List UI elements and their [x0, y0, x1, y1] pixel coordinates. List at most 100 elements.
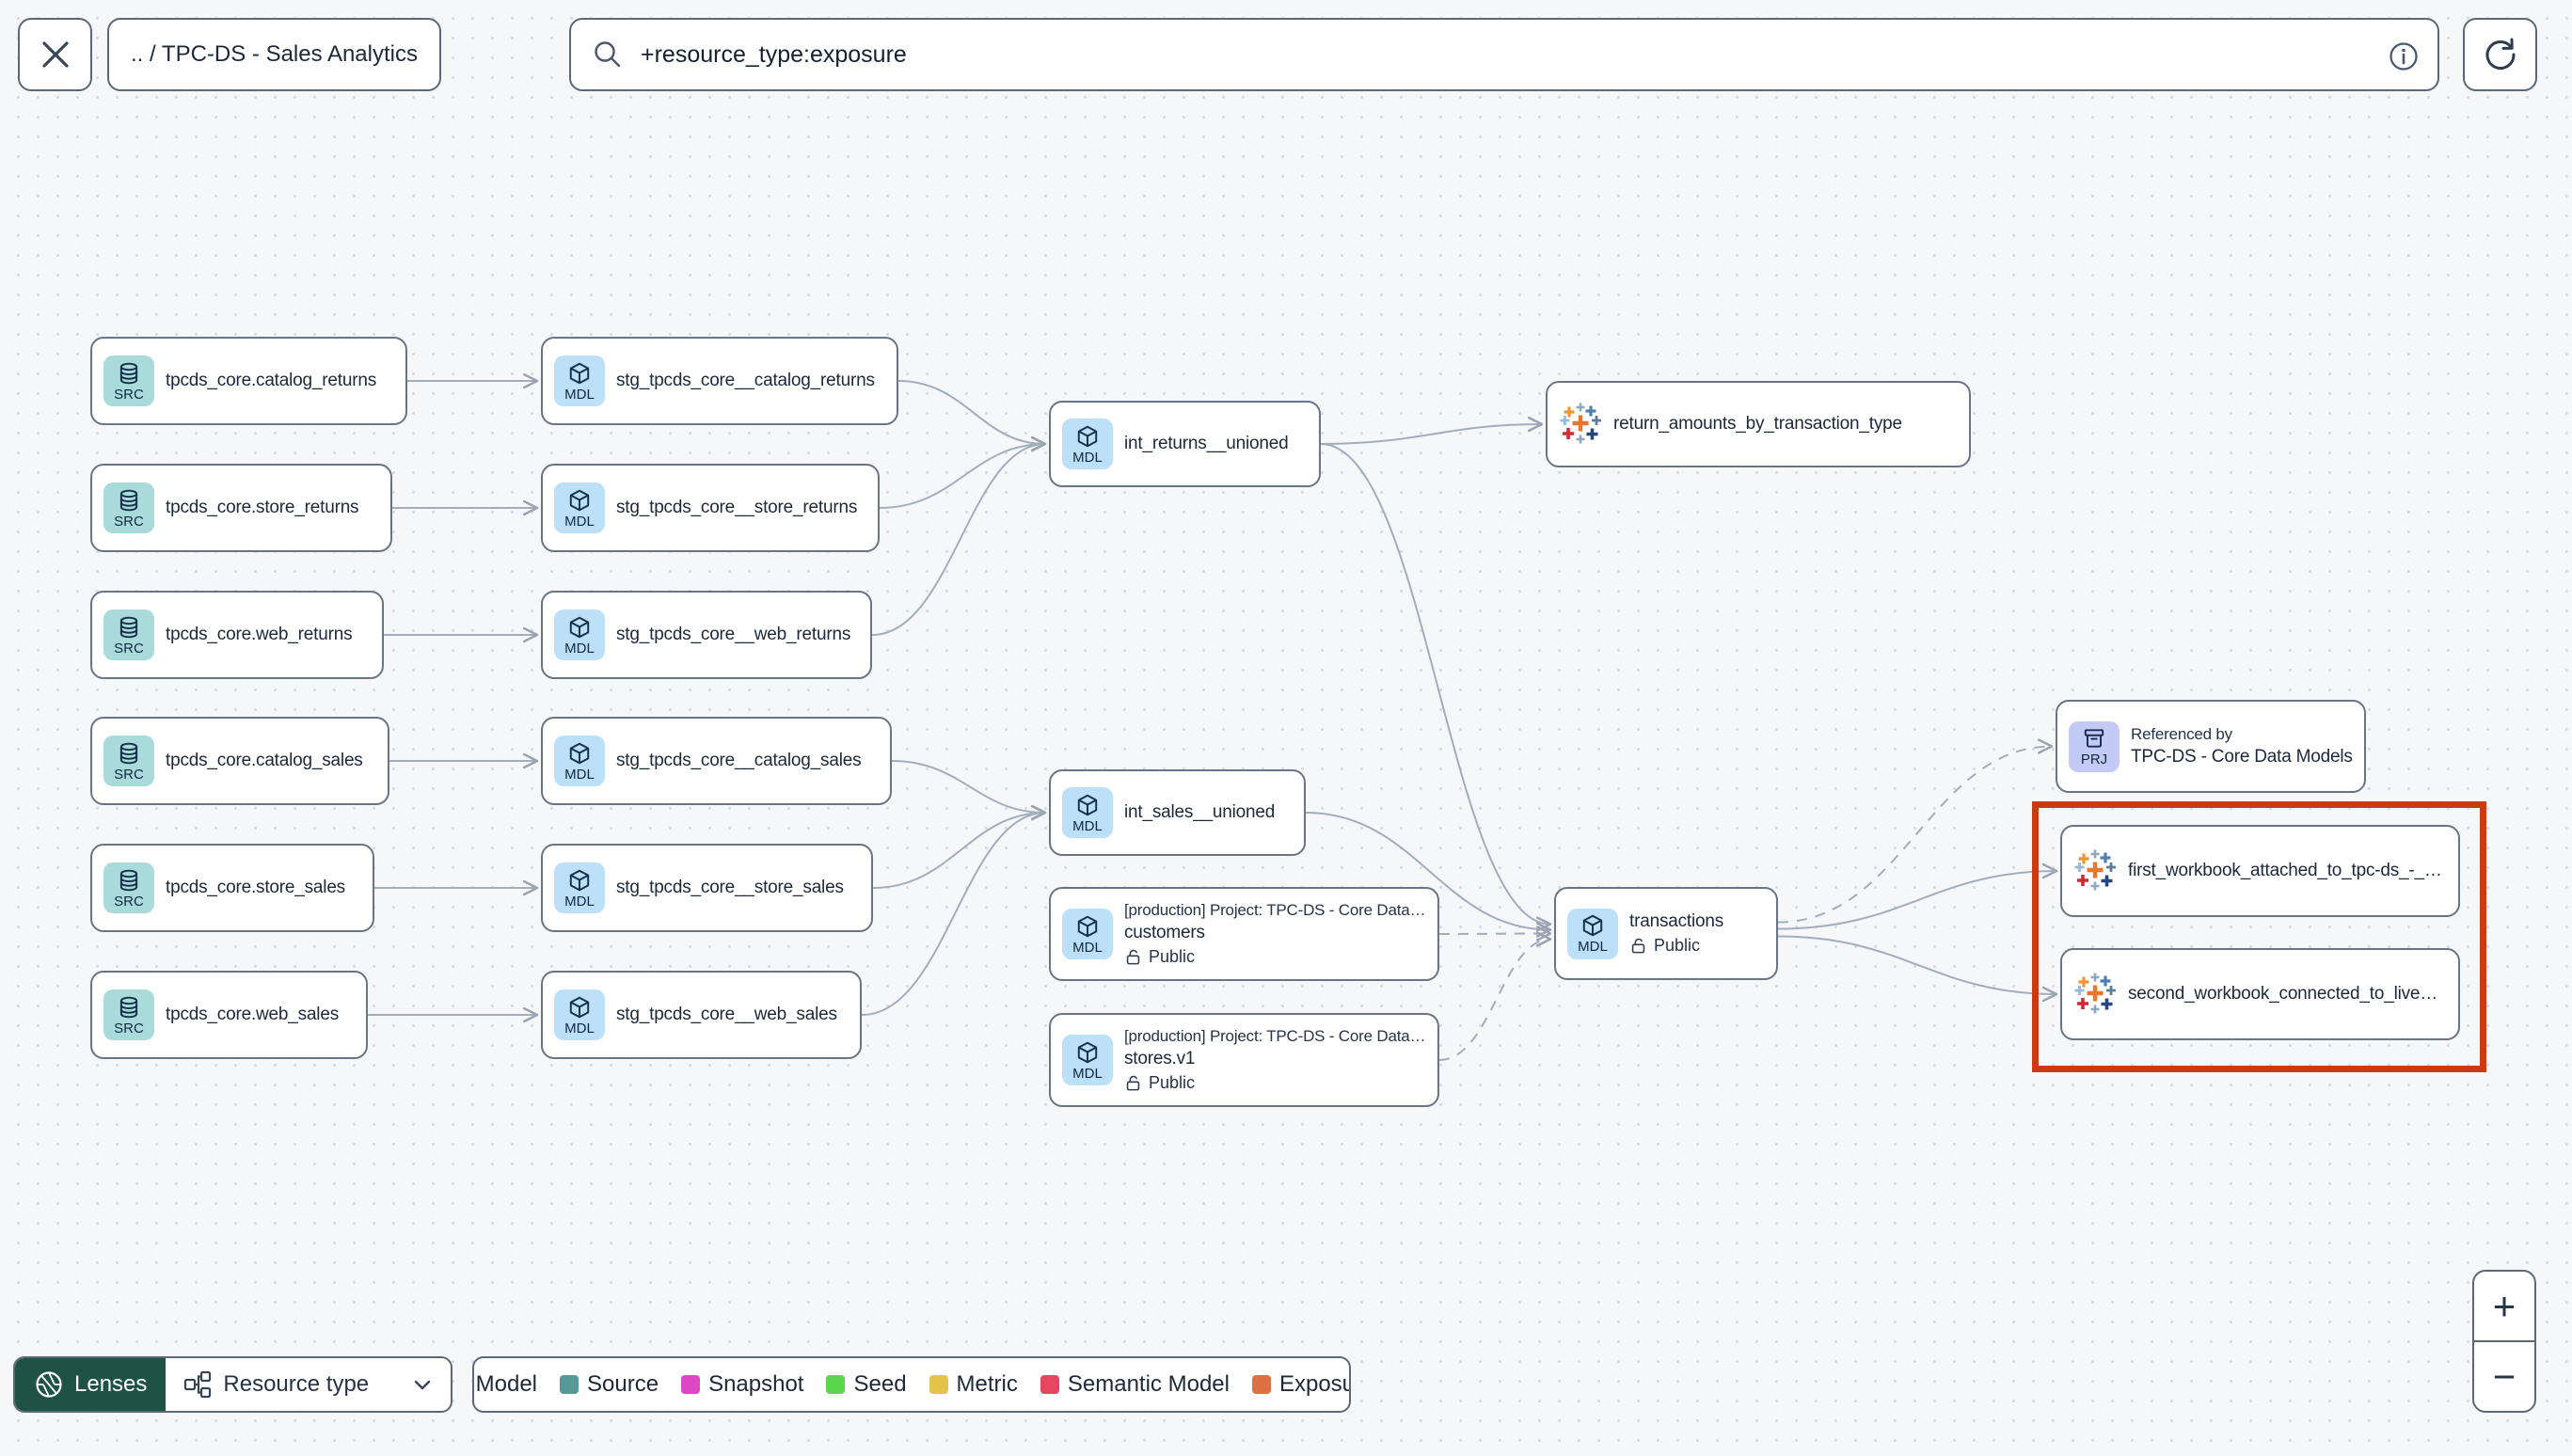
node-text: [production] Project: TPC-DS - Core Data…	[1124, 1027, 1428, 1093]
model-cube-icon: MDL	[554, 609, 605, 660]
node-wb_first[interactable]: first_workbook_attached_to_tpc-ds_-_…	[2060, 825, 2460, 917]
node-label: stores.v1	[1124, 1049, 1196, 1068]
node-stores[interactable]: MDL [production] Project: TPC-DS - Core D…	[1049, 1013, 1439, 1107]
node-stg_catalog_sales[interactable]: MDL stg_tpcds_core__catalog_sales	[541, 717, 892, 805]
node-src_store_sales[interactable]: SRC tpcds_core.store_sales	[90, 844, 374, 932]
node-src_catalog_sales[interactable]: SRC tpcds_core.catalog_sales	[90, 717, 389, 805]
edge-stores-to-transactions	[1438, 940, 1550, 1061]
node-label: tpcds_core.store_sales	[166, 878, 345, 897]
model-cube-icon: MDL	[554, 483, 605, 533]
lens-toolbar: Lenses Resource type	[13, 1356, 452, 1413]
edge-customers-to-transactions	[1438, 934, 1550, 935]
refresh-icon	[2485, 38, 2516, 70]
resource-badge: MDL	[564, 386, 595, 403]
project-archive-icon: PRJ	[2069, 720, 2120, 772]
zoom-out-button[interactable]: −	[2492, 1353, 2516, 1399]
legend-item-seed: Seed	[826, 1371, 907, 1398]
lenses-button[interactable]: Lenses	[15, 1358, 167, 1411]
node-label: tpcds_core.catalog_returns	[166, 371, 376, 390]
model-cube-icon: MDL	[554, 736, 605, 786]
legend-label: Semantic Model	[1067, 1371, 1230, 1397]
model-cube-icon: MDL	[1062, 787, 1113, 838]
resource-badge: SRC	[114, 893, 144, 910]
edge-stg_catalog_sales-to-int_sales	[891, 760, 1045, 813]
edge-stg_catalog_returns-to-int_returns	[897, 380, 1045, 444]
resource-badge: SRC	[114, 1020, 144, 1037]
node-label: stg_tpcds_core__catalog_sales	[616, 751, 862, 770]
legend-label: Exposure	[1278, 1371, 1349, 1397]
close-button[interactable]	[18, 18, 92, 91]
search-icon	[595, 41, 621, 68]
close-icon	[41, 41, 69, 68]
resource-badge: MDL	[564, 1020, 595, 1037]
legend-label: Seed	[853, 1371, 907, 1397]
lenses-label: Lenses	[74, 1371, 148, 1397]
search-input[interactable]	[639, 40, 2372, 70]
node-label: TPC-DS - Core Data Models	[2131, 747, 2353, 767]
public-label: Public	[1149, 947, 1196, 966]
unlock-icon	[1629, 937, 1647, 955]
model-cube-icon: MDL	[554, 863, 605, 913]
node-text: tpcds_core.store_sales	[166, 878, 345, 898]
node-wb_second[interactable]: second_workbook_connected_to_live…	[2060, 948, 2460, 1040]
resource-badge: MDL	[564, 640, 595, 657]
edge-transactions-to-wb_first	[1777, 871, 2056, 930]
database-icon: SRC	[103, 356, 154, 406]
project-line: [production] Project: TPC-DS - Core Data…	[1124, 901, 1428, 919]
node-src_catalog_returns[interactable]: SRC tpcds_core.catalog_returns	[90, 337, 407, 425]
legend-label: Source	[587, 1371, 659, 1397]
resource-badge: MDL	[1578, 939, 1608, 955]
legend-swatch	[560, 1375, 579, 1394]
resource-badge: MDL	[1072, 939, 1103, 956]
legend-swatch	[681, 1375, 701, 1394]
resource-type-icon	[184, 1370, 212, 1399]
node-exp_return_amounts[interactable]: return_amounts_by_transaction_type	[1546, 381, 1971, 467]
legend-swatch	[929, 1375, 948, 1394]
resource-badge: MDL	[564, 513, 595, 530]
node-text: tpcds_core.catalog_sales	[166, 751, 363, 771]
resource-badge: MDL	[564, 893, 595, 910]
edge-stg_web_sales-to-int_sales	[861, 813, 1045, 1016]
project-line: [production] Project: TPC-DS - Core Data…	[1124, 1027, 1428, 1045]
tableau-exposure-icon	[2073, 971, 2117, 1019]
node-customers[interactable]: MDL [production] Project: TPC-DS - Core D…	[1049, 887, 1439, 981]
access-row: Public	[1629, 936, 1723, 956]
unlock-icon	[1124, 948, 1142, 966]
access-row: Public	[1124, 1073, 1428, 1093]
unlock-icon	[1124, 1074, 1142, 1092]
resource-badge: SRC	[114, 766, 144, 783]
edge-int_returns-to-transactions	[1320, 443, 1550, 925]
info-icon[interactable]	[2389, 41, 2419, 71]
resource-badge: SRC	[114, 640, 144, 657]
breadcrumb[interactable]: .. / TPC-DS - Sales Analytics	[107, 18, 441, 91]
legend-item-semantic-model: Semantic Model	[1040, 1371, 1230, 1398]
node-text: int_sales__unioned	[1124, 802, 1275, 823]
legend-item-exposure: Exposure	[1251, 1371, 1349, 1398]
legend-swatch	[1251, 1375, 1271, 1394]
model-cube-icon: MDL	[1062, 419, 1113, 469]
node-text: tpcds_core.store_returns	[166, 498, 358, 518]
public-label: Public	[1654, 936, 1701, 955]
resource-badge: MDL	[1072, 1065, 1103, 1082]
resource-type-dropdown[interactable]: Resource type	[166, 1358, 451, 1411]
refresh-button[interactable]	[2463, 18, 2537, 91]
zoom-in-button[interactable]: +	[2474, 1272, 2534, 1342]
edge-stg_store_returns-to-int_returns	[879, 444, 1045, 509]
model-cube-icon: MDL	[554, 356, 605, 406]
node-int_sales[interactable]: MDL int_sales__unioned	[1049, 769, 1306, 856]
